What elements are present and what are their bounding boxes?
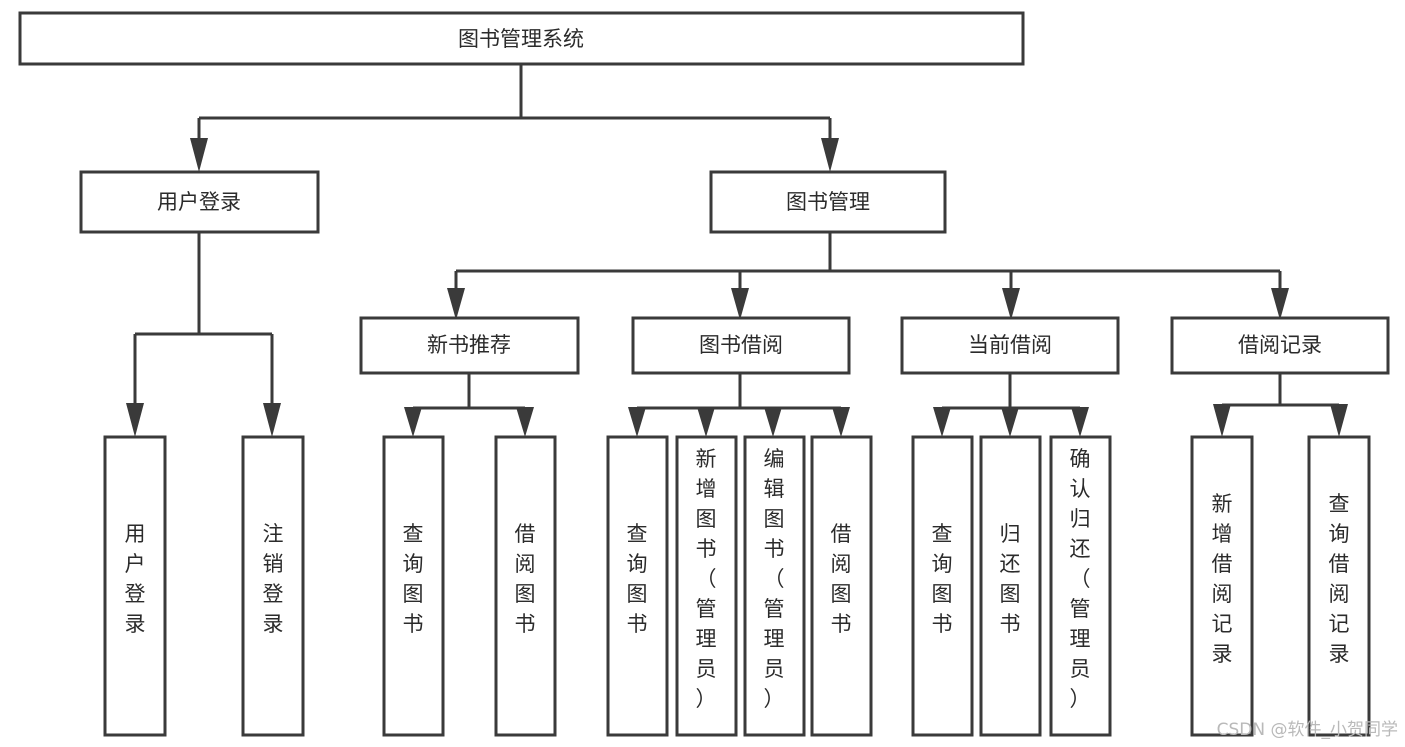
node-leaf-edit-book-label: 编辑图书（管理员）: [764, 447, 785, 711]
arrow-head-book-manage: [821, 138, 839, 172]
arrow-head-leaf-borrow-book-2: [832, 407, 850, 437]
arrow-head-user-login: [190, 138, 208, 172]
arrow-head-borrow-record: [1271, 288, 1289, 320]
arrow-head-book-borrow: [731, 288, 749, 320]
arrow-head-leaf-query-book-2: [628, 407, 646, 437]
node-leaf-query-book-2[interactable]: 查询图书: [606, 435, 669, 737]
node-leaf-user-logout[interactable]: 注销登录: [241, 435, 305, 737]
node-current-borrow[interactable]: 当前借阅: [900, 316, 1120, 375]
node-leaf-user-logout-label: 注销登录: [263, 522, 284, 636]
node-leaf-add-book[interactable]: 新增图书（管理员）: [675, 435, 738, 737]
node-root-box[interactable]: [18, 11, 1025, 66]
node-leaf-user-login-box[interactable]: [103, 435, 167, 737]
node-book-borrow-label: 图书借阅: [699, 333, 783, 357]
arrow-head-leaf-query-book-1: [404, 407, 422, 437]
node-book-borrow-box[interactable]: [631, 316, 851, 375]
node-root-label: 图书管理系统: [458, 27, 584, 51]
node-book-manage-box[interactable]: [709, 170, 947, 234]
node-leaf-query-record[interactable]: 查询借阅记录: [1307, 435, 1371, 737]
node-leaf-query-book-3-label: 查询图书: [932, 522, 953, 636]
arrow-head-leaf-confirm-return: [1071, 407, 1089, 437]
node-new-book-recommend-label: 新书推荐: [427, 333, 511, 357]
node-leaf-query-book-1-label: 查询图书: [403, 522, 424, 636]
arrow-head-leaf-return-book: [1001, 407, 1019, 437]
node-leaf-user-logout-box[interactable]: [241, 435, 305, 737]
node-borrow-record-box[interactable]: [1170, 316, 1390, 375]
node-leaf-borrow-book-2-box[interactable]: [810, 435, 873, 737]
node-leaf-borrow-book-1-box[interactable]: [494, 435, 557, 737]
node-leaf-query-book-1[interactable]: 查询图书: [382, 435, 445, 737]
node-leaf-query-book-3-box[interactable]: [911, 435, 974, 737]
arrow-head-leaf-query-book-3: [933, 407, 951, 437]
node-leaf-borrow-book-1[interactable]: 借阅图书: [494, 435, 557, 737]
node-new-book-recommend-box[interactable]: [359, 316, 580, 375]
arrow-head-leaf-query-record: [1330, 404, 1348, 437]
arrow-head-current-borrow: [1002, 288, 1020, 320]
node-leaf-query-record-box[interactable]: [1307, 435, 1371, 737]
node-leaf-query-book-2-label: 查询图书: [627, 522, 648, 636]
node-borrow-record[interactable]: 借阅记录: [1170, 316, 1390, 375]
node-leaf-edit-book-box[interactable]: [743, 435, 806, 737]
node-leaf-user-login-label: 用户登录: [125, 522, 146, 636]
node-leaf-confirm-return-box[interactable]: [1049, 435, 1112, 737]
node-borrow-record-label: 借阅记录: [1238, 333, 1322, 357]
node-leaf-return-book[interactable]: 归还图书: [979, 435, 1042, 737]
node-current-borrow-label: 当前借阅: [968, 333, 1052, 357]
node-book-borrow[interactable]: 图书借阅: [631, 316, 851, 375]
csdn-watermark: CSDN @软件_小贺同学: [1217, 720, 1398, 740]
node-leaf-borrow-book-2-label: 借阅图书: [831, 522, 852, 636]
node-leaf-return-book-box[interactable]: [979, 435, 1042, 737]
arrow-head-leaf-user-logout: [263, 403, 281, 437]
node-user-login-box[interactable]: [79, 170, 320, 234]
node-user-login[interactable]: 用户登录: [79, 170, 320, 234]
node-current-borrow-box[interactable]: [900, 316, 1120, 375]
node-leaf-confirm-return-label: 确认归还（管理员）: [1070, 447, 1091, 711]
node-leaf-borrow-book-1-label: 借阅图书: [515, 522, 536, 636]
node-book-manage-label: 图书管理: [786, 190, 870, 214]
arrow-head-leaf-edit-book: [764, 407, 782, 437]
node-new-book-recommend[interactable]: 新书推荐: [359, 316, 580, 375]
node-leaf-query-book-2-box[interactable]: [606, 435, 669, 737]
node-leaf-confirm-return[interactable]: 确认归还（管理员）: [1049, 435, 1112, 737]
node-leaf-return-book-label: 归还图书: [1000, 522, 1021, 636]
arrow-head-leaf-user-login: [126, 403, 144, 437]
arrow-head-leaf-borrow-book-1: [516, 407, 534, 437]
arrow-head-new-book-recommend: [447, 288, 465, 320]
node-leaf-query-record-label: 查询借阅记录: [1329, 492, 1350, 666]
node-leaf-add-book-box[interactable]: [675, 435, 738, 737]
node-leaf-add-record[interactable]: 新增借阅记录: [1190, 435, 1254, 737]
node-leaf-add-record-box[interactable]: [1190, 435, 1254, 737]
arrow-head-leaf-add-record: [1213, 404, 1231, 437]
node-leaf-user-login[interactable]: 用户登录: [103, 435, 167, 737]
connector-layer: [126, 64, 1348, 437]
node-book-manage[interactable]: 图书管理: [709, 170, 947, 234]
node-leaf-borrow-book-2[interactable]: 借阅图书: [810, 435, 873, 737]
node-leaf-edit-book[interactable]: 编辑图书（管理员）: [743, 435, 806, 737]
node-leaf-query-book-1-box[interactable]: [382, 435, 445, 737]
node-root[interactable]: 图书管理系统: [18, 11, 1025, 66]
node-leaf-add-record-label: 新增借阅记录: [1212, 492, 1233, 666]
arrow-head-leaf-add-book: [697, 407, 715, 437]
node-leaf-add-book-label: 新增图书（管理员）: [696, 447, 717, 711]
node-leaf-query-book-3[interactable]: 查询图书: [911, 435, 974, 737]
node-user-login-label: 用户登录: [157, 190, 241, 214]
